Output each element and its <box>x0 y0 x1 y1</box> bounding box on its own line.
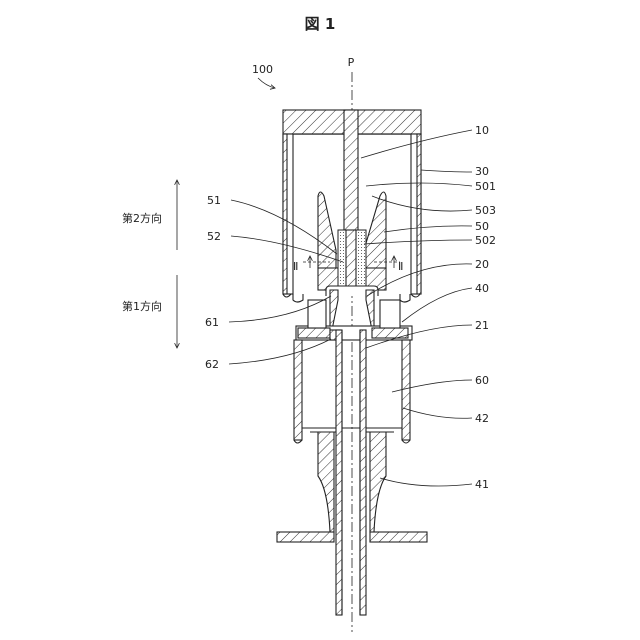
label-501: 501 <box>475 180 496 193</box>
axis-label: P <box>348 56 355 69</box>
direction-second-label: 第2方向 <box>122 211 162 225</box>
section-mark-left: Ⅱ <box>293 260 298 273</box>
label-51: 51 <box>207 194 221 207</box>
label-20: 20 <box>475 258 489 271</box>
section-mark-right: Ⅱ <box>398 260 403 273</box>
label-61: 61 <box>205 316 219 329</box>
label-30: 30 <box>475 165 489 178</box>
label-50: 50 <box>475 220 489 233</box>
assembly-ref-arrow <box>258 78 275 88</box>
direction-first-label: 第1方向 <box>122 299 162 313</box>
label-502: 502 <box>475 234 496 247</box>
tube-21 <box>336 330 366 615</box>
needle-core <box>346 230 356 288</box>
label-62: 62 <box>205 358 219 371</box>
label-10: 10 <box>475 124 489 137</box>
label-42: 42 <box>475 412 489 425</box>
label-503: 503 <box>475 204 496 217</box>
label-21: 21 <box>475 319 489 332</box>
label-52: 52 <box>207 230 221 243</box>
label-60: 60 <box>475 374 489 387</box>
figure-title: 図 1 <box>305 15 336 33</box>
label-41: 41 <box>475 478 489 491</box>
label-40: 40 <box>475 282 489 295</box>
assembly-ref-label: 100 <box>252 63 273 76</box>
body-40 <box>293 294 412 340</box>
